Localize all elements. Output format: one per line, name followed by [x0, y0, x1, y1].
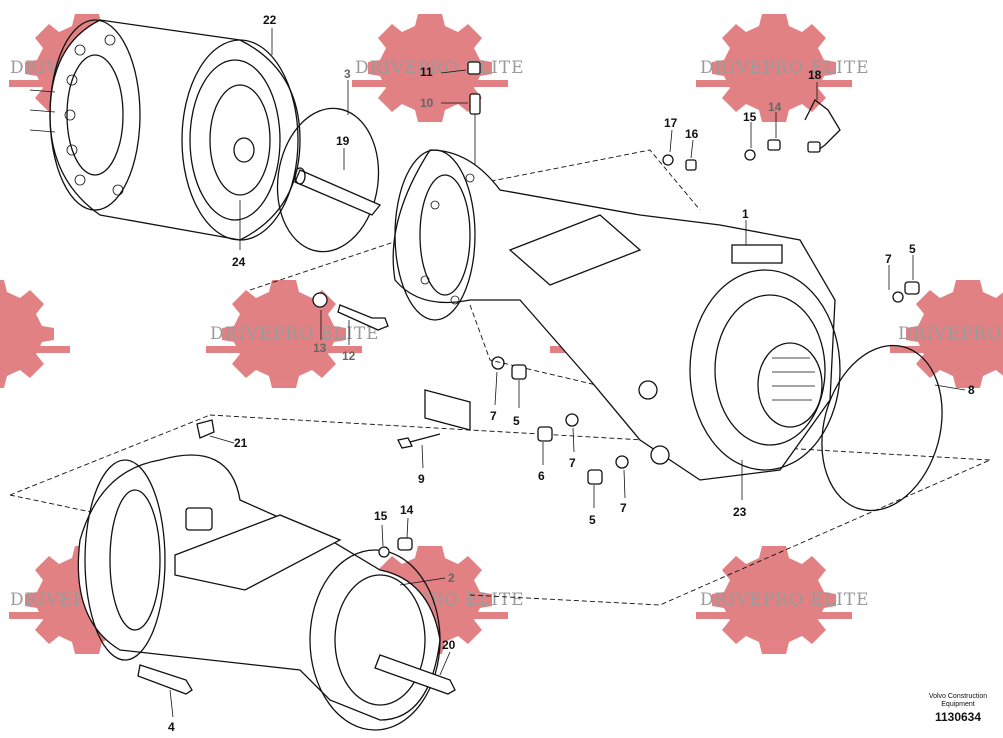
washer-15 — [744, 149, 756, 161]
callout-label: 24 — [232, 255, 246, 269]
washer-7-lower — [615, 455, 629, 469]
callout-label: 20 — [442, 638, 456, 652]
hose-18 — [804, 99, 841, 151]
callout-label: 13 — [313, 341, 327, 355]
plug-14-lower — [397, 537, 413, 551]
callout-label: 10 — [420, 96, 434, 110]
callout-labels: 22 3 11 10 18 19 17 16 15 14 1 24 7 5 13… — [168, 13, 975, 734]
callout-label: 19 — [336, 134, 350, 148]
callout-label: 8 — [968, 383, 975, 397]
callout-label: 16 — [685, 127, 699, 141]
callout-label: 14 — [768, 100, 782, 114]
washer-15-lower — [378, 546, 390, 558]
callout-label: 21 — [234, 436, 248, 450]
elbow-fitting-21 — [196, 419, 215, 439]
callout-leaders — [169, 28, 966, 718]
lower-axle-housing — [77, 419, 441, 731]
watermark-gear-icon — [0, 280, 70, 388]
callout-label: 18 — [808, 68, 822, 82]
callout-label: 3 — [344, 67, 351, 81]
callout-label: 2 — [448, 571, 455, 585]
assembly-guide-lines — [9, 149, 991, 606]
watermark-text: DRIVEPRO ELITE — [210, 324, 380, 344]
washer-7-mid — [565, 413, 579, 427]
screw-9-shank — [409, 433, 441, 443]
washer-7 — [491, 356, 505, 370]
callout-label: 5 — [589, 513, 596, 527]
plate-9 — [424, 389, 471, 431]
plug-14 — [767, 139, 781, 151]
callout-label: 6 — [538, 469, 545, 483]
plug-5 — [511, 364, 527, 380]
callout-label: 15 — [743, 110, 757, 124]
o-ring-3 — [276, 107, 380, 253]
drawing-number: 1130634 — [934, 710, 982, 724]
callout-label: 12 — [342, 349, 356, 363]
watermark-text: DRIVEPRO ELITE — [898, 324, 1003, 344]
plug-6 — [537, 426, 553, 442]
callout-label: 9 — [418, 472, 425, 486]
callout-label: 23 — [733, 505, 747, 519]
callout-label: 7 — [569, 456, 576, 470]
o-ring-8 — [821, 344, 943, 512]
hose-fitting — [807, 141, 821, 153]
callout-label: 7 — [620, 501, 627, 515]
washer-17 — [662, 154, 674, 166]
callout-label: 1 — [742, 207, 749, 221]
plug-12 — [337, 304, 389, 331]
plug-5-right — [904, 281, 920, 295]
washer-7-right — [892, 291, 904, 303]
drawing-footer: Volvo Construction Equipment 1130634 — [919, 693, 997, 724]
callout-label: 4 — [168, 720, 175, 734]
plug-16 — [685, 159, 697, 171]
axle-housing-1 — [392, 149, 841, 481]
callout-label: 7 — [490, 409, 497, 423]
plug-5-lower — [587, 469, 603, 485]
footer-org-line2: Equipment — [941, 701, 975, 708]
callout-label: 14 — [400, 503, 414, 517]
o-ring-13 — [312, 292, 328, 308]
bolt-4 — [137, 664, 193, 695]
callout-label: 15 — [374, 509, 388, 523]
footer-org-line1: Volvo Construction — [928, 693, 988, 700]
callout-label: 22 — [263, 13, 277, 27]
watermark-text: DRIVEPRO ELITE — [700, 58, 870, 78]
callout-label: 17 — [664, 116, 678, 130]
watermark-text: DRIVEPRO ELITE — [355, 58, 525, 78]
breather-10-11 — [467, 61, 481, 175]
callout-label: 11 — [420, 65, 433, 79]
callout-label: 7 — [885, 252, 892, 266]
screw-9-head — [397, 437, 413, 449]
callout-label: 5 — [909, 242, 916, 256]
drive-shaft-20 — [374, 654, 456, 695]
drive-shaft-19 — [294, 167, 382, 216]
wheel-hub-assembly — [29, 19, 301, 241]
callout-label: 5 — [513, 414, 520, 428]
watermark-text: DRIVEPRO ELITE — [700, 590, 870, 610]
